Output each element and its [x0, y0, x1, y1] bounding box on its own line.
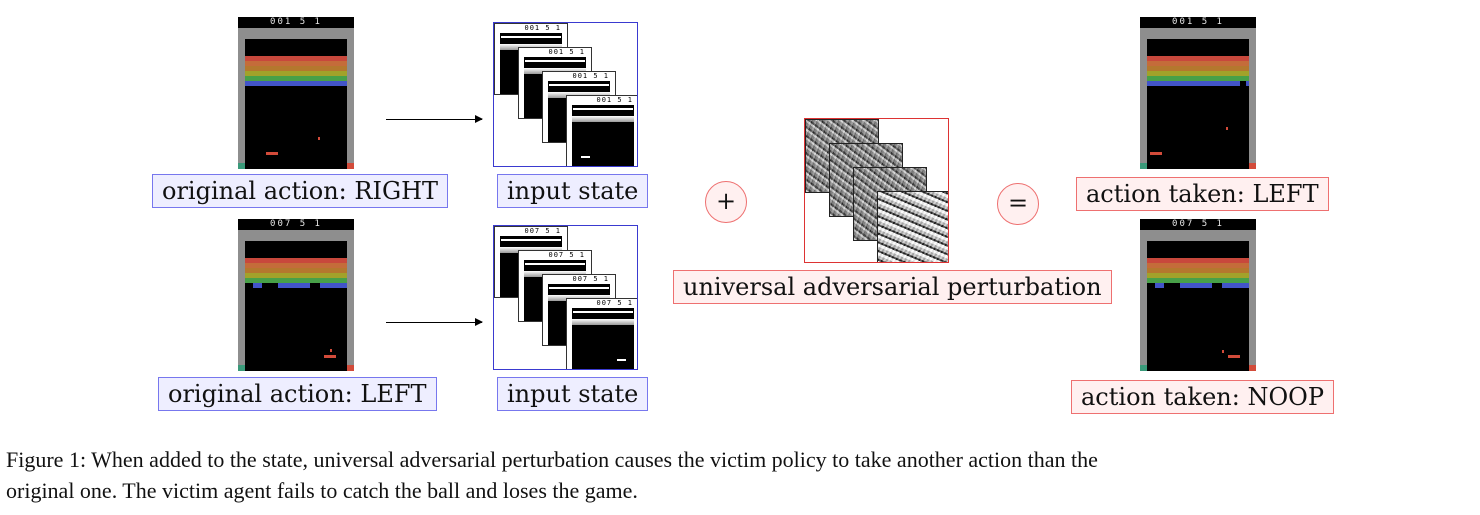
right-wall — [347, 230, 354, 371]
ball — [330, 349, 332, 352]
ball — [318, 137, 320, 140]
brick-gap — [1147, 283, 1155, 288]
corner-marker — [1249, 365, 1256, 371]
right-wall — [1249, 28, 1256, 169]
brick-gap — [1240, 81, 1246, 86]
top-wall — [238, 28, 354, 39]
perturbation-stack — [804, 118, 949, 263]
caption-line: Figure 1: When added to the state, unive… — [6, 447, 1098, 472]
corner-marker — [347, 163, 354, 169]
brick-gap — [1212, 283, 1222, 288]
score-readout: 001 5 1 — [1140, 17, 1256, 28]
top-wall — [1140, 28, 1256, 39]
input-state-label: input state — [497, 377, 649, 411]
brick-gap — [245, 283, 253, 288]
game-frame-taken-bottom: 007 5 1 — [1140, 219, 1256, 371]
score-readout: 007 5 1 — [596, 299, 633, 307]
score-readout: 001 5 1 — [572, 72, 609, 80]
original-action-label: original action: LEFT — [158, 377, 437, 411]
right-wall — [1249, 230, 1256, 371]
score-readout: 001 5 1 — [524, 24, 561, 32]
score-readout: 007 5 1 — [1140, 219, 1256, 230]
brick-rows — [1147, 258, 1249, 288]
perturbation-label: universal adversarial perturbation — [673, 270, 1112, 304]
corner-marker — [1249, 163, 1256, 169]
top-wall — [1140, 230, 1256, 241]
game-frame-taken-top: 001 5 1 — [1140, 17, 1256, 169]
left-wall — [1140, 230, 1147, 371]
input-state-stack-bottom: 007 5 1 007 5 1 007 5 1 007 5 1 — [493, 225, 638, 370]
corner-marker — [1140, 365, 1147, 371]
corner-marker — [238, 365, 245, 371]
original-action-label: original action: RIGHT — [152, 174, 449, 208]
brick-rows — [245, 258, 347, 288]
game-frame-original-bottom: 007 5 1 — [238, 219, 354, 371]
score-readout: 007 5 1 — [572, 275, 609, 283]
corner-marker — [238, 163, 245, 169]
action-taken-label: action taken: NOOP — [1071, 380, 1334, 414]
left-wall — [238, 28, 245, 169]
corner-marker — [347, 365, 354, 371]
corner-marker — [1140, 163, 1147, 169]
figure-caption: Figure 1: When added to the state, unive… — [6, 444, 1476, 506]
score-readout: 007 5 1 — [524, 227, 561, 235]
score-readout: 001 5 1 — [596, 96, 633, 104]
ball — [1226, 127, 1228, 130]
brick-gap — [262, 283, 278, 288]
paddle — [324, 355, 336, 358]
right-wall — [347, 28, 354, 169]
ball — [1222, 350, 1224, 353]
right-arrow-icon — [386, 115, 483, 123]
score-readout: 001 5 1 — [238, 17, 354, 28]
left-wall — [238, 230, 245, 371]
input-state-stack-top: 001 5 1 001 5 1 001 5 1 001 5 1 — [493, 22, 638, 167]
score-readout: 001 5 1 — [548, 48, 585, 56]
right-arrow-icon — [386, 318, 483, 326]
brick-rows — [1147, 56, 1249, 86]
score-readout: 007 5 1 — [238, 219, 354, 230]
paddle — [1150, 152, 1162, 155]
plus-operator: + — [705, 181, 747, 223]
left-wall — [1140, 28, 1147, 169]
input-state-label: input state — [497, 174, 649, 208]
score-readout: 007 5 1 — [548, 251, 585, 259]
brick-gap — [310, 283, 320, 288]
game-frame-original-top: 001 5 1 — [238, 17, 354, 169]
action-taken-label: action taken: LEFT — [1076, 177, 1329, 211]
paddle — [266, 152, 278, 155]
paddle — [1228, 355, 1240, 358]
brick-gap — [1164, 283, 1180, 288]
equals-operator: = — [997, 183, 1039, 225]
caption-line: original one. The victim agent fails to … — [6, 478, 638, 503]
brick-rows — [245, 56, 347, 86]
top-wall — [238, 230, 354, 241]
